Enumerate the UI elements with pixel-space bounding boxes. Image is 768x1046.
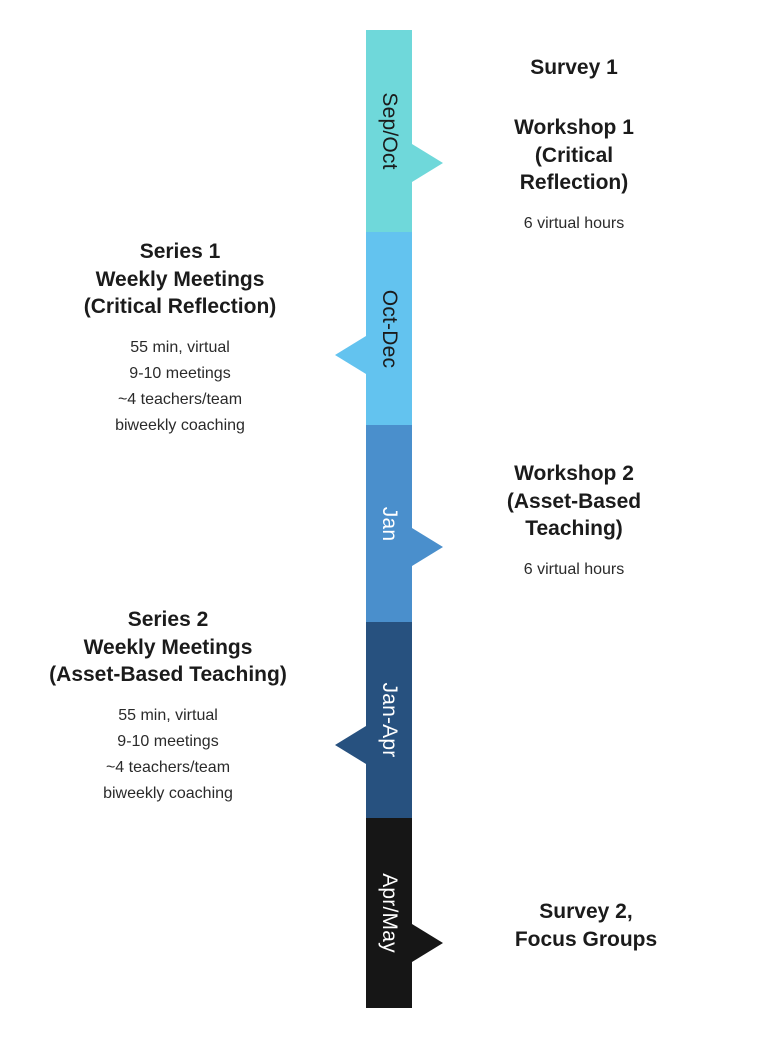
timeline-segment-jan[interactable]: Jan [366,425,412,622]
timeline-segment-label-oct-dec: Oct-Dec [378,289,401,368]
timeline-segment-label-jan-apr: Jan-Apr [378,682,401,758]
timeline-segment-label-sep-oct: Sep/Oct [378,92,401,170]
callout-series-2-details: 55 min, virtual 9-10 meetings ~4 teacher… [103,707,233,802]
arrow-right-icon-sep-oct [412,144,443,182]
callout-survey-2-focus-groups: Survey 2, Focus Groups [446,898,726,953]
callout-series-2: Series 2 Weekly Meetings (Asset-Based Te… [8,606,328,807]
timeline-bar: Sep/Oct Oct-Dec Jan Jan-Apr Apr/May [366,30,412,1008]
callout-series-1-details: 55 min, virtual 9-10 meetings ~4 teacher… [115,339,245,434]
timeline-segment-jan-apr[interactable]: Jan-Apr [366,622,412,818]
arrow-left-icon-jan-apr [335,726,366,764]
callout-survey-1-headline: Survey 1 [530,56,618,79]
callout-workshop-2-headline: Workshop 2 (Asset-Based Teaching) [506,462,642,541]
callout-workshop-1-detail: 6 virtual hours [523,215,625,233]
arrow-right-icon-apr-may [412,924,443,962]
timeline-segment-sep-oct[interactable]: Sep/Oct [366,30,412,232]
timeline-segment-label-apr-may: Apr/May [378,873,401,953]
callout-series-1-headline: Series 1 Weekly Meetings (Critical Refle… [83,240,277,319]
callout-survey-1: Survey 1 [446,54,702,82]
arrow-left-icon-oct-dec [335,336,366,374]
callout-workshop-1: Workshop 1 (Critical Reflection) 6 virtu… [446,114,702,237]
callout-survey-2-headline: Survey 2, Focus Groups [514,900,658,951]
callout-workshop-1-headline: Workshop 1 (Critical Reflection) [514,116,634,195]
timeline-segment-apr-may[interactable]: Apr/May [366,818,412,1008]
callout-workshop-2: Workshop 2 (Asset-Based Teaching) 6 virt… [446,460,702,583]
callout-series-1: Series 1 Weekly Meetings (Critical Refle… [20,238,340,439]
callout-workshop-2-detail: 6 virtual hours [523,561,625,579]
arrow-right-icon-jan [412,528,443,566]
callout-series-2-headline: Series 2 Weekly Meetings (Asset-Based Te… [49,608,287,687]
timeline-segment-label-jan: Jan [378,506,401,541]
timeline-segment-oct-dec[interactable]: Oct-Dec [366,232,412,425]
